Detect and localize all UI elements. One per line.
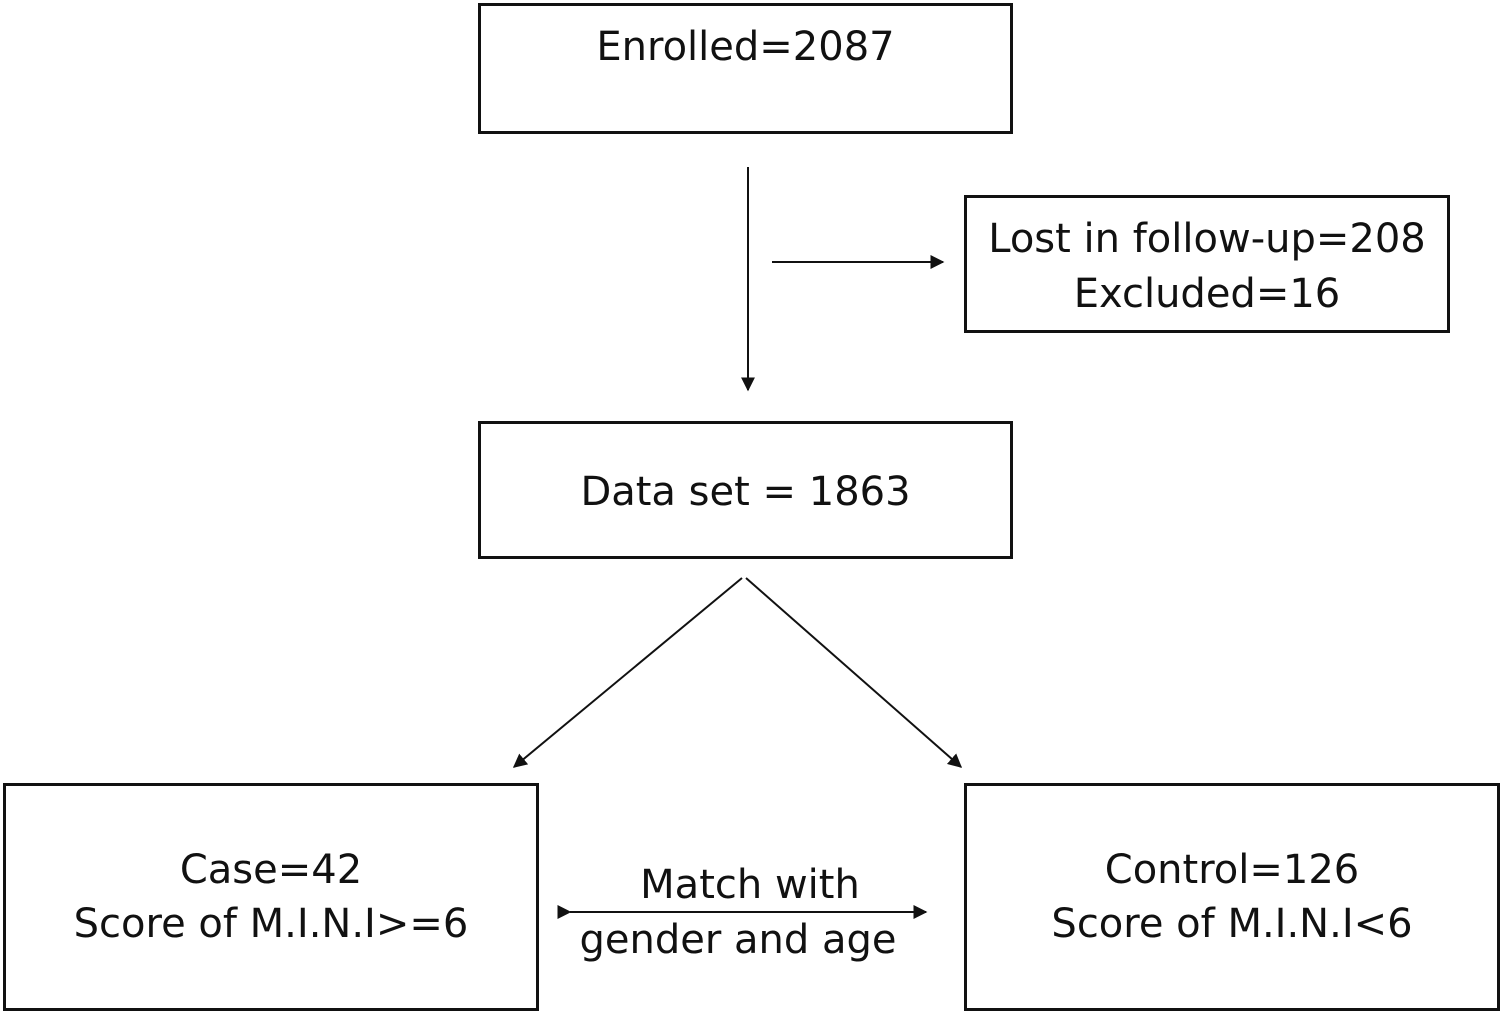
case-count-label: Case=42 bbox=[179, 847, 363, 893]
case-box: Case=42 Score of M.I.N.I>=6 bbox=[3, 783, 539, 1011]
arrow-dataset-to-control bbox=[745, 577, 963, 768]
match-label-line1: Match with bbox=[640, 862, 860, 908]
lost-excluded-box: Lost in follow-up=208 Excluded=16 bbox=[964, 195, 1450, 333]
arrow-dataset-to-case bbox=[512, 577, 743, 768]
match-label-line2: gender and age bbox=[579, 917, 897, 963]
control-box: Control=126 Score of M.I.N.I<6 bbox=[964, 783, 1500, 1011]
case-score-label: Score of M.I.N.I>=6 bbox=[73, 901, 469, 947]
lost-follow-up-label: Lost in follow-up=208 bbox=[988, 216, 1426, 262]
excluded-label: Excluded=16 bbox=[1073, 271, 1341, 317]
dataset-label: Data set = 1863 bbox=[580, 469, 911, 515]
control-count-label: Control=126 bbox=[1104, 847, 1360, 893]
control-score-label: Score of M.I.N.I<6 bbox=[1051, 901, 1413, 947]
enrolled-box: Enrolled=2087 bbox=[478, 3, 1013, 134]
enrolled-label: Enrolled=2087 bbox=[596, 24, 895, 70]
dataset-box: Data set = 1863 bbox=[478, 421, 1013, 559]
